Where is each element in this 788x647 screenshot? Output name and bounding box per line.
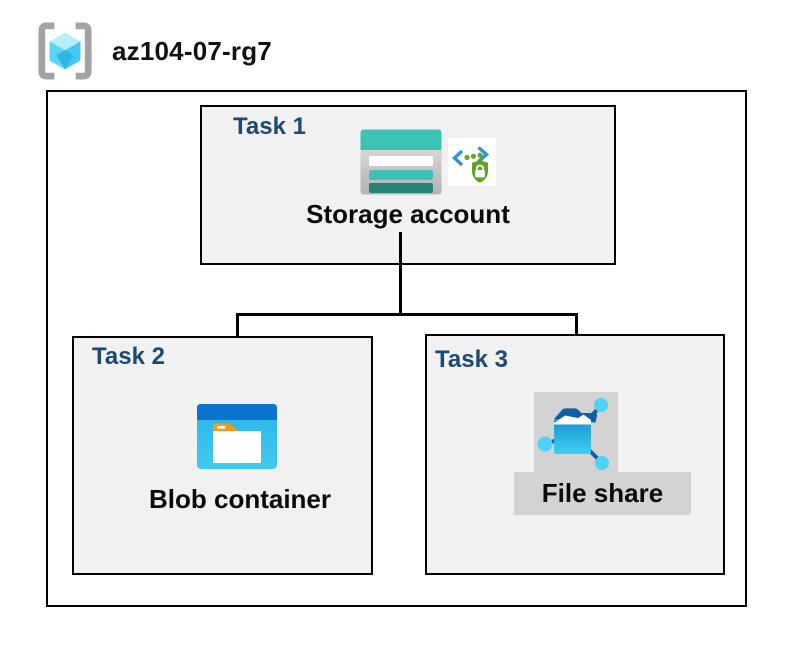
blob-container-icon bbox=[197, 404, 277, 469]
sas-security-icon bbox=[448, 138, 496, 186]
storage-account-icon bbox=[360, 129, 442, 195]
task1-box: Task 1 bbox=[200, 105, 616, 265]
file-share-highlight bbox=[534, 392, 618, 473]
resource-group-name: az104-07-rg7 bbox=[112, 36, 272, 66]
file-share-label: File share bbox=[514, 472, 691, 515]
storage-account-label: Storage account bbox=[306, 199, 510, 229]
connector-branch-horizontal bbox=[236, 313, 578, 316]
blob-container-label: Blob container bbox=[148, 484, 332, 514]
task2-box: Task 2 Blob container bbox=[72, 336, 373, 575]
resource-group-icon bbox=[38, 22, 92, 80]
resource-group-box: Task 1 bbox=[46, 90, 747, 607]
task3-box: Task 3 bbox=[425, 334, 725, 575]
connector-storage-down bbox=[399, 232, 402, 316]
task3-label: Task 3 bbox=[435, 346, 508, 373]
task2-label: Task 2 bbox=[92, 343, 165, 370]
task1-label: Task 1 bbox=[233, 113, 306, 140]
file-share-icon bbox=[537, 398, 609, 470]
